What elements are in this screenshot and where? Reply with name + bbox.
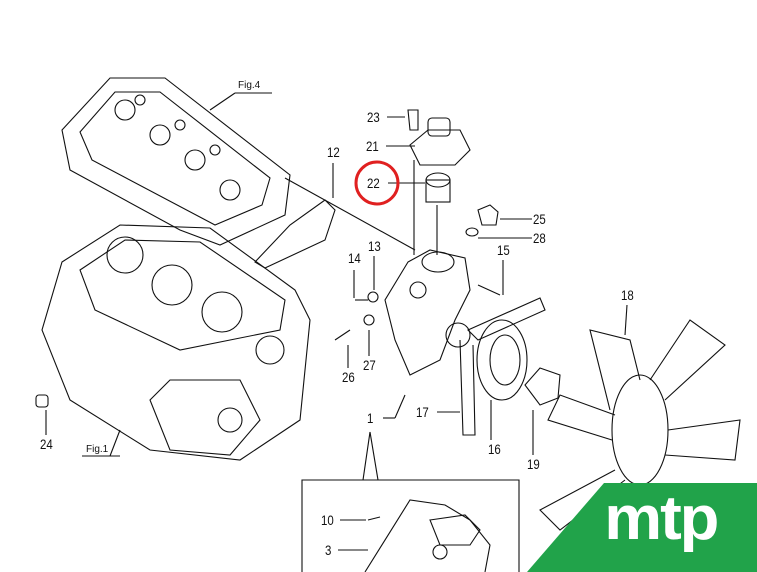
callout-22[interactable]: 22 <box>367 175 380 191</box>
callout-3[interactable]: 3 <box>325 542 332 558</box>
callout-24[interactable]: 24 <box>40 436 53 452</box>
fan-hub-drawing <box>524 367 561 406</box>
pulley-drawing <box>476 319 528 401</box>
pump-detail-drawing <box>364 499 491 572</box>
cylinder-head-drawing <box>61 77 291 246</box>
leader-lines <box>45 92 628 551</box>
callout-23[interactable]: 23 <box>367 109 380 125</box>
callout-27[interactable]: 27 <box>363 357 376 373</box>
callout-1[interactable]: 1 <box>367 410 374 426</box>
callout-28[interactable]: 28 <box>533 230 546 246</box>
belt-drawing <box>467 297 546 341</box>
fig4-ref[interactable]: Fig.4 <box>238 80 261 91</box>
thermostat-drawing <box>425 172 451 203</box>
callout-21[interactable]: 21 <box>366 138 379 154</box>
assembly-line <box>284 177 416 251</box>
water-pump-housing-drawing <box>384 249 471 376</box>
callout-25[interactable]: 25 <box>533 211 546 227</box>
engine-block-drawing <box>35 224 311 461</box>
callout-13[interactable]: 13 <box>368 238 381 254</box>
callout-17[interactable]: 17 <box>416 404 429 420</box>
callout-18[interactable]: 18 <box>621 287 634 303</box>
callout-12[interactable]: 12 <box>327 144 340 160</box>
callout-15[interactable]: 15 <box>497 242 510 258</box>
thermostat-cover-drawing <box>407 109 471 166</box>
mtp-logo: mtp <box>604 484 719 553</box>
callout-26[interactable]: 26 <box>342 369 355 385</box>
fig1-ref[interactable]: Fig.1 <box>86 444 109 455</box>
detail-box <box>301 479 520 572</box>
highlight-circle <box>354 160 400 206</box>
callout-19[interactable]: 19 <box>527 456 540 472</box>
callout-10[interactable]: 10 <box>321 512 334 528</box>
gasket-12-drawing <box>254 199 336 269</box>
callout-14[interactable]: 14 <box>348 250 361 266</box>
logo-badge <box>527 483 757 572</box>
callout-16[interactable]: 16 <box>488 441 501 457</box>
